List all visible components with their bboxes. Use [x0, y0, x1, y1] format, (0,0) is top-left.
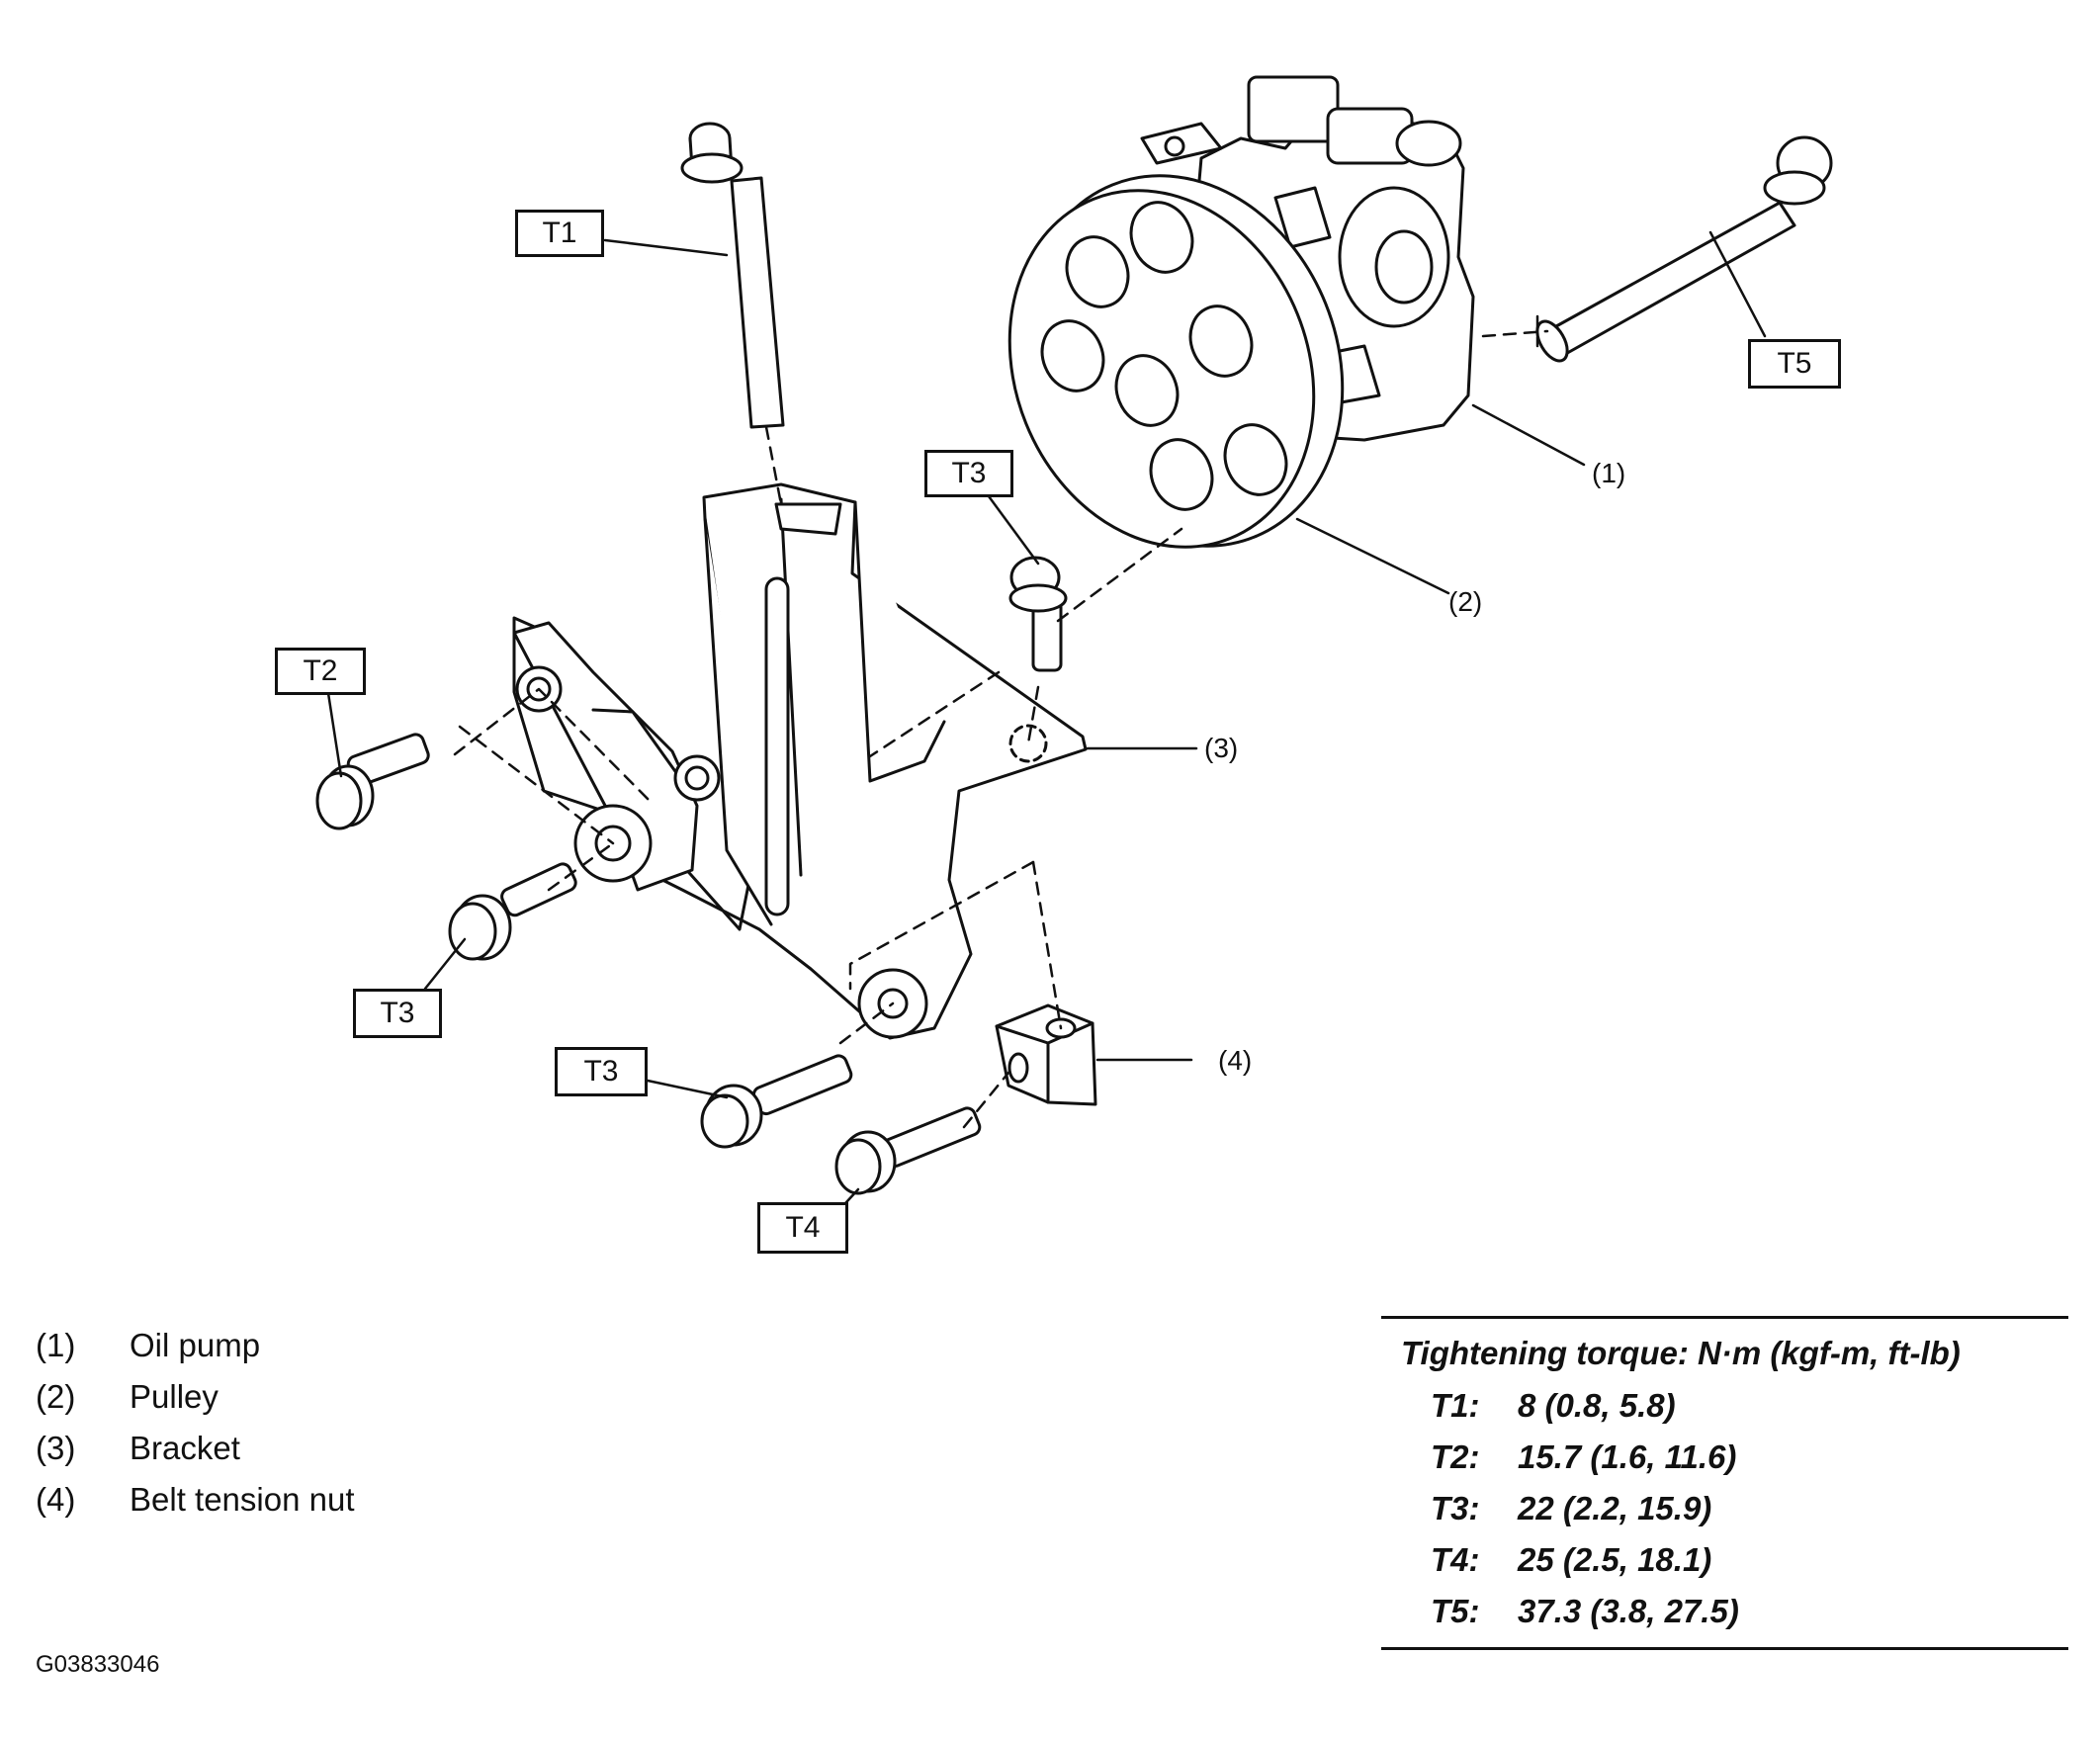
- torque-id: T5:: [1431, 1593, 1480, 1629]
- legend-item: (2) Pulley: [36, 1371, 355, 1423]
- bolt-t1: [680, 122, 785, 429]
- torque-table: Tightening torque: N·m (kgf-m, ft-lb) T1…: [1381, 1316, 2068, 1650]
- bolt-t2: [315, 733, 430, 830]
- part-callout-3: (3): [1204, 733, 1239, 763]
- bolt-t3-left: [448, 862, 577, 961]
- callout-box-t5: T5: [1748, 339, 1841, 389]
- bolt-t4: [834, 1106, 982, 1195]
- torque-row: T3: 22 (2.2, 15.9): [1381, 1483, 2068, 1534]
- belt-tension-nut: [995, 1003, 1097, 1106]
- callout-box-t1: T1: [515, 210, 604, 257]
- torque-row: T2: 15.7 (1.6, 11.6): [1381, 1432, 2068, 1483]
- bracket: [512, 482, 1088, 1040]
- parts-legend: (1) Oil pump (2) Pulley (3) Bracket (4) …: [36, 1320, 355, 1525]
- torque-id: T4:: [1431, 1541, 1480, 1578]
- legend-item: (3) Bracket: [36, 1423, 355, 1474]
- legend-label: Belt tension nut: [130, 1481, 355, 1518]
- torque-id: T3:: [1431, 1490, 1480, 1526]
- bolt-t5: [1535, 135, 1833, 363]
- callout-box-t3-left: T3: [353, 989, 442, 1038]
- figure-id: G03833046: [36, 1651, 160, 1678]
- callout-box-t3-top: T3: [924, 450, 1013, 497]
- torque-row: T1: 8 (0.8, 5.8): [1381, 1380, 2068, 1432]
- torque-value: 25 (2.5, 18.1): [1518, 1541, 1712, 1578]
- part-callout-4: (4): [1218, 1045, 1253, 1076]
- legend-label: Oil pump: [130, 1327, 261, 1363]
- leader-lines: [326, 230, 1767, 1216]
- alignment-lines: [453, 314, 1549, 1129]
- torque-value: 15.7 (1.6, 11.6): [1518, 1438, 1737, 1475]
- bolt-t3-bottom: [700, 1054, 853, 1149]
- legend-item: (4) Belt tension nut: [36, 1474, 355, 1525]
- torque-id: T1:: [1431, 1387, 1480, 1424]
- torque-value: 37.3 (3.8, 27.5): [1518, 1593, 1739, 1629]
- bolt-t3-top: [1008, 556, 1068, 672]
- legend-label: Bracket: [130, 1430, 240, 1466]
- part-callout-1: (1): [1592, 458, 1626, 488]
- part-callout-2: (2): [1448, 586, 1483, 617]
- callout-box-t4: T4: [757, 1202, 848, 1254]
- pulley: [1007, 174, 1345, 549]
- legend-item: (1) Oil pump: [36, 1320, 355, 1371]
- callout-box-t3-bottom: T3: [555, 1047, 648, 1096]
- legend-number: (2): [36, 1378, 76, 1415]
- torque-id: T2:: [1431, 1438, 1480, 1475]
- exploded-view-diagram: [315, 75, 1833, 1216]
- torque-row: T4: 25 (2.5, 18.1): [1381, 1534, 2068, 1586]
- torque-value: 22 (2.2, 15.9): [1518, 1490, 1712, 1526]
- legend-number: (4): [36, 1481, 76, 1518]
- legend-number: (3): [36, 1430, 76, 1466]
- torque-table-title: Tightening torque: N·m (kgf-m, ft-lb): [1401, 1335, 1961, 1371]
- legend-number: (1): [36, 1327, 76, 1363]
- legend-label: Pulley: [130, 1378, 219, 1415]
- callout-box-t2: T2: [275, 648, 366, 695]
- torque-row: T5: 37.3 (3.8, 27.5): [1381, 1586, 2068, 1637]
- torque-value: 8 (0.8, 5.8): [1518, 1387, 1676, 1424]
